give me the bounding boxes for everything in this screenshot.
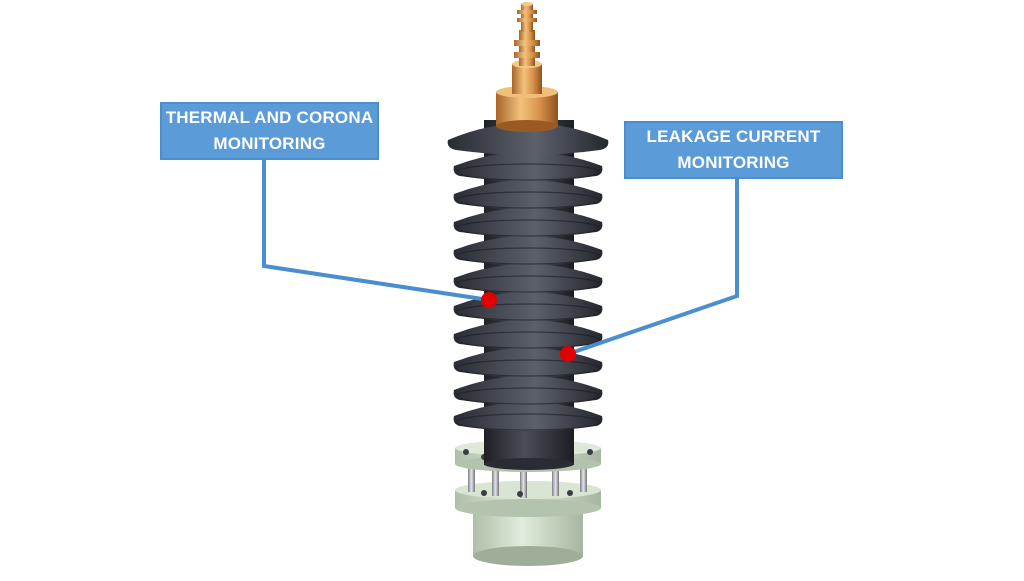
shed-disc bbox=[453, 208, 603, 237]
leader-line-thermal bbox=[262, 160, 490, 302]
leader-lines bbox=[262, 160, 739, 356]
shed-disc bbox=[453, 402, 603, 431]
leakage-current-callout: LEAKAGE CURRENT MONITORING bbox=[624, 121, 843, 179]
shed-disc bbox=[453, 320, 603, 349]
thermal-callout-line2: MONITORING bbox=[213, 134, 326, 153]
porcelain-sheds bbox=[447, 123, 609, 431]
shed-disc bbox=[453, 180, 603, 209]
thermal-callout-line1: THERMAL AND CORONA bbox=[165, 108, 374, 127]
shed-disc bbox=[453, 152, 603, 181]
leader-line-leakage bbox=[567, 179, 739, 356]
shed-disc bbox=[453, 376, 603, 405]
brass-terminal bbox=[496, 2, 558, 132]
shed-disc bbox=[453, 236, 603, 265]
top-cap-shed bbox=[447, 123, 609, 155]
shed-disc bbox=[453, 264, 603, 293]
thermal-marker-point bbox=[481, 292, 497, 308]
leakage-callout-line2: MONITORING bbox=[677, 153, 790, 172]
leakage-callout-line1: LEAKAGE CURRENT bbox=[646, 127, 821, 146]
shed-disc bbox=[453, 348, 603, 377]
leakage-marker-point bbox=[560, 346, 576, 362]
thermal-corona-callout: THERMAL AND CORONA MONITORING bbox=[160, 102, 379, 160]
